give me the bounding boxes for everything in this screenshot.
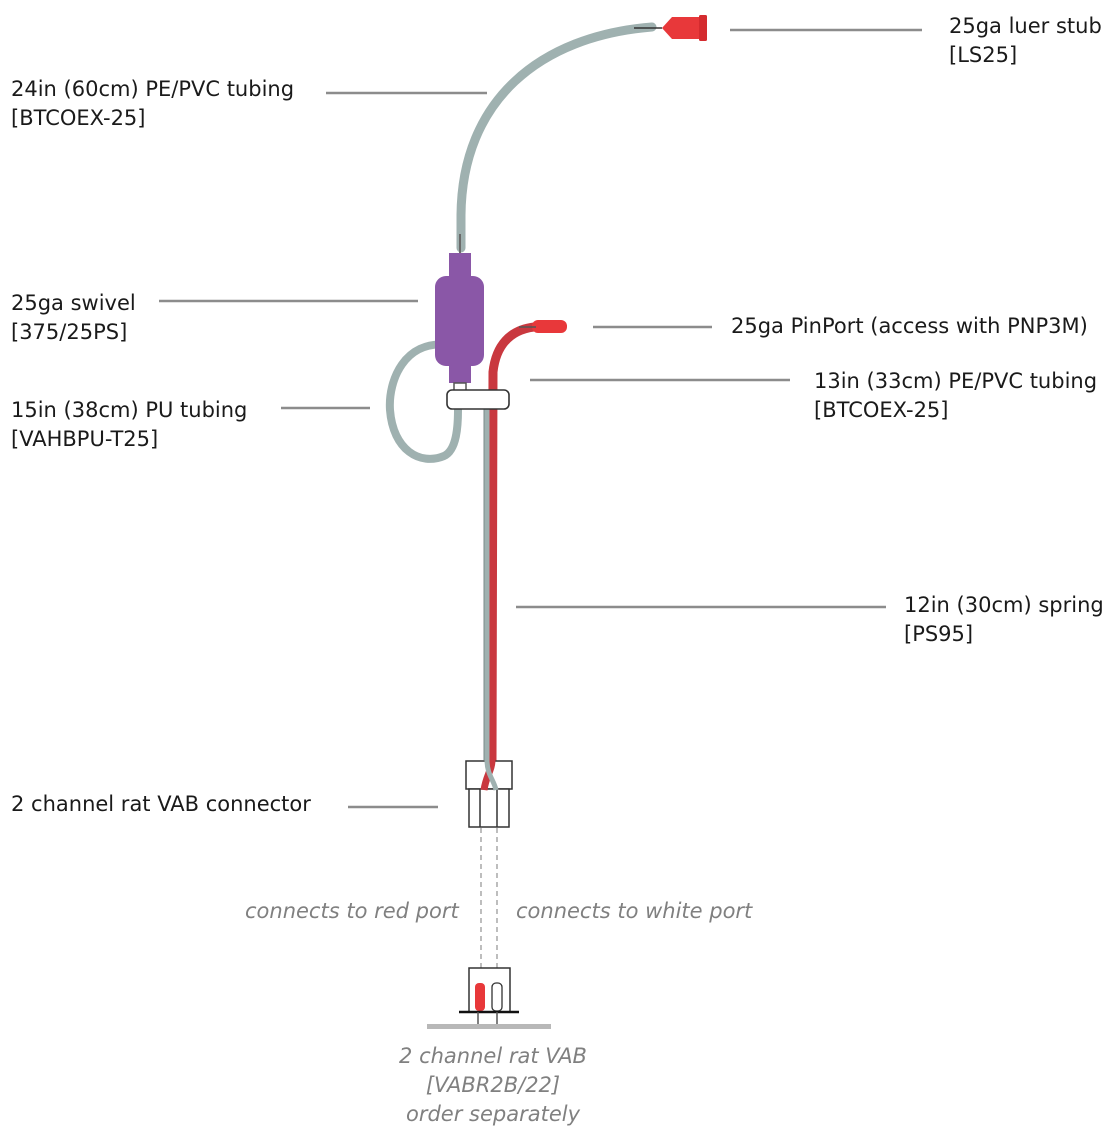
pu-tubing-code: [VAHBPU-T25] (11, 427, 159, 451)
label-spring: 12in (30cm) spring [PS95] (904, 591, 1104, 649)
note-red-port: connects to red port (245, 899, 459, 923)
spring-code: [PS95] (904, 622, 974, 646)
label-tubing-24: 24in (60cm) PE/PVC tubing [BTCOEX-25] (11, 75, 294, 133)
note-white-port: connects to white port (516, 899, 753, 923)
label-luer-stub: 25ga luer stub [LS25] (949, 12, 1102, 70)
vab-button (427, 967, 551, 1029)
tubing-13-code: [BTCOEX-25] (814, 398, 949, 422)
swivel-code: [375/25PS] (11, 320, 128, 344)
label-tubing-13: 13in (33cm) PE/PVC tubing [BTCOEX-25] (814, 367, 1097, 425)
label-pinport: 25ga PinPort (access with PNP3M) (731, 312, 1088, 341)
label-vab: 2 channel rat VAB [VABR2B/22] order sepa… (340, 1042, 646, 1129)
pinport (519, 320, 567, 333)
pinport-name: 25ga PinPort (access with PNP3M) (731, 314, 1088, 338)
vab-line-3: order separately (405, 1102, 581, 1126)
vab-connector-name: 2 channel rat VAB connector (11, 792, 311, 816)
tubing-13-name: 13in (33cm) PE/PVC tubing (814, 369, 1098, 393)
label-swivel: 25ga swivel [375/25PS] (11, 289, 136, 347)
vab-white-port (491, 982, 503, 1012)
vab-line-2: [VABR2B/22] (425, 1073, 561, 1097)
tubing-clamp (446, 389, 510, 410)
swivel (435, 253, 484, 383)
spring-name: 12in (30cm) spring (904, 593, 1104, 617)
label-pu-tubing: 15in (38cm) PU tubing [VAHBPU-T25] (11, 396, 247, 454)
swivel-name: 25ga swivel (11, 291, 136, 315)
vab-red-port (475, 983, 485, 1011)
tubing-24-code: [BTCOEX-25] (11, 106, 146, 130)
luer-stub-name: 25ga luer stub (949, 14, 1102, 38)
pu-tubing (385, 340, 462, 463)
luer-stub-code: [LS25] (949, 43, 1018, 67)
tubing-24 (456, 22, 657, 253)
tubing-24-name: 24in (60cm) PE/PVC tubing (11, 77, 295, 101)
pu-tubing-name: 15in (38cm) PU tubing (11, 398, 248, 422)
label-vab-connector: 2 channel rat VAB connector (11, 790, 311, 819)
vab-line-1: 2 channel rat VAB (399, 1044, 587, 1068)
luer-stub (662, 15, 707, 41)
